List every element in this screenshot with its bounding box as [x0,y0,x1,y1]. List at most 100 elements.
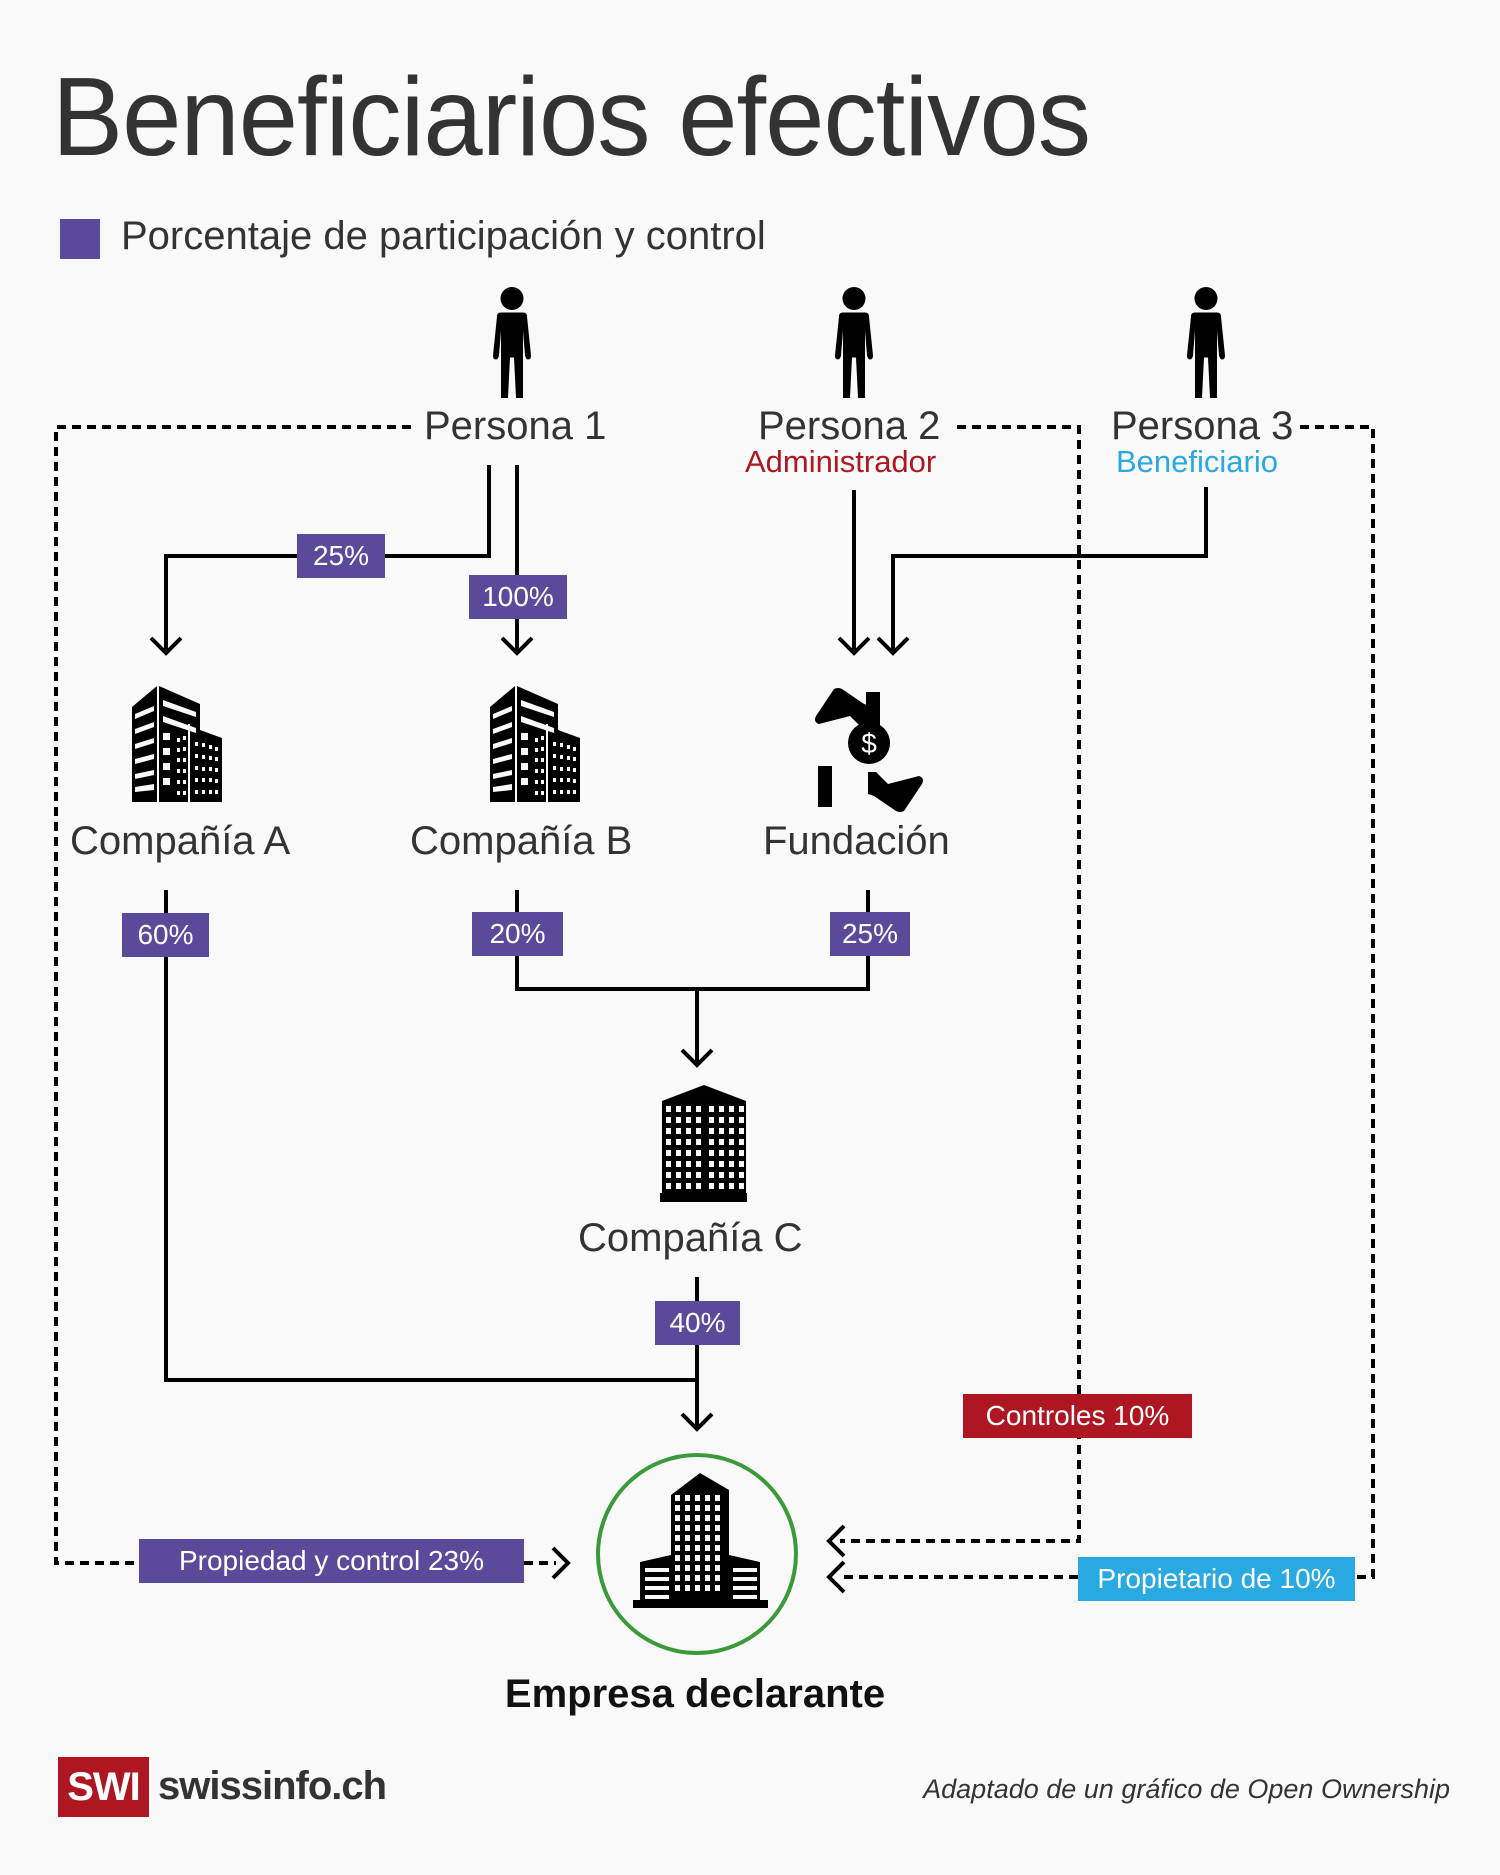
window [719,1172,724,1178]
window [685,1525,690,1531]
window [719,1183,724,1189]
window [685,1535,690,1541]
swi-logo: SWI [58,1757,149,1817]
window [729,1161,734,1167]
window [666,1139,671,1145]
window [696,1183,701,1189]
window [695,1515,700,1521]
legend-swatch [60,219,100,259]
window [675,1575,680,1581]
window [685,1555,690,1561]
window [733,1586,757,1590]
company-c-building-icon [660,1085,747,1202]
window [685,1575,690,1581]
window [709,1106,714,1112]
window [685,1565,690,1571]
window [696,1150,701,1156]
window [739,1117,744,1123]
tag-controls: Controles 10% [963,1394,1192,1438]
window [715,1515,720,1521]
window [719,1150,724,1156]
window [709,1139,714,1145]
window [686,1139,691,1145]
reporting-company-name: Empresa declarante [504,1672,886,1716]
dotted-p3-owner [1300,425,1375,1579]
window [729,1183,734,1189]
window [645,1586,669,1590]
window [739,1183,744,1189]
window [715,1575,720,1581]
window [675,1535,680,1541]
window [666,1117,671,1123]
window [739,1172,744,1178]
window [675,1555,680,1561]
line-p3-to-foundation [891,487,1208,652]
window [675,1525,680,1531]
window [676,1139,681,1145]
site-name: swissinfo.ch [158,1764,387,1808]
window [705,1525,710,1531]
window [685,1495,690,1501]
line-company-a-to-reporting [164,890,699,1427]
window [729,1128,734,1134]
window [676,1150,681,1156]
window [719,1128,724,1134]
window [675,1585,680,1591]
window [709,1183,714,1189]
window [739,1139,744,1145]
arrow-head-icon [680,1412,714,1432]
pct-label-company-b-c: 20% [472,912,563,956]
window [715,1535,720,1541]
person-2-icon [835,287,873,398]
window [695,1545,700,1551]
window [676,1106,681,1112]
person-2-role: Administrador [745,444,937,479]
source-credit: Adaptado de un gráfico de Open Ownership [923,1774,1450,1804]
window [719,1139,724,1145]
person-3-name: Persona 3 [1111,404,1294,448]
dotted-p2-control [840,425,1081,1543]
window [705,1565,710,1571]
window [729,1117,734,1123]
window [709,1150,714,1156]
window [705,1535,710,1541]
window [705,1545,710,1551]
window [676,1172,681,1178]
window [733,1577,757,1581]
window [715,1555,720,1561]
window [705,1555,710,1561]
person-1-icon [493,287,531,398]
legend-label: Porcentaje de participación y control [121,214,766,258]
company-b-name: Compañía B [410,819,633,863]
line-b-and-foundation-merge [515,890,870,991]
window [686,1106,691,1112]
arrow-head-icon [837,636,871,656]
window [715,1505,720,1511]
window [675,1505,680,1511]
window [686,1150,691,1156]
window [666,1172,671,1178]
window [695,1495,700,1501]
company-c-name: Compañía C [578,1216,803,1260]
window [729,1172,734,1178]
window [709,1128,714,1134]
company-a-building-icon [132,686,222,802]
foundation-hands-money-icon [815,688,923,812]
pct-label-p1-company-a: 25% [297,534,385,578]
window [715,1525,720,1531]
window [715,1545,720,1551]
window [695,1525,700,1531]
window [739,1161,744,1167]
window [696,1106,701,1112]
window [685,1515,690,1521]
dollar-icon: $ [861,728,877,759]
person-1-name: Persona 1 [424,404,607,448]
arrow-right-icon [551,1546,571,1580]
tag-owner: Propietario de 10% [1078,1557,1355,1601]
page-title: Beneficiarios efectivos [52,55,1091,179]
window [715,1495,720,1501]
window [705,1585,710,1591]
window [645,1595,669,1599]
window [686,1172,691,1178]
